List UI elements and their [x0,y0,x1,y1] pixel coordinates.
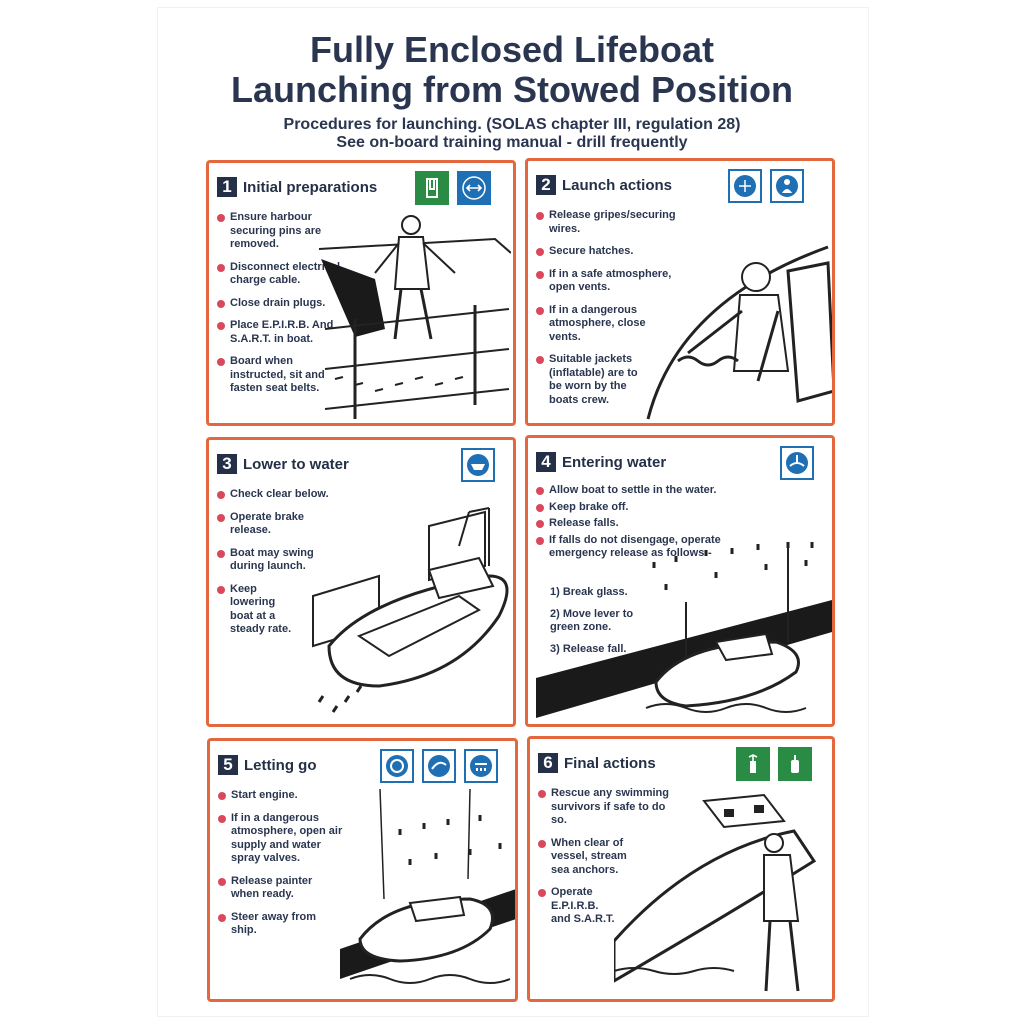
list-item: Secure hatches. [536,245,696,259]
bullet-list: Check clear below. Operate brake release… [217,488,329,646]
bullet-list: Ensure harbour securing pins are removed… [217,211,349,405]
list-item: Operate E.P.I.R.B. and S.A.R.T. [538,886,621,927]
panel-title: Launch actions [562,176,673,194]
illustration-crew-hatch [646,245,832,420]
lower-boat-icon [461,448,495,482]
poster-title-line2: Launching from Stowed Position [231,69,793,110]
list-item: Steer away from ship. [218,911,331,938]
panel-title: Initial preparations [243,178,378,196]
list-item: Check clear below. [217,488,350,502]
illustration-boat-leaving [340,789,515,984]
illustration-lowering-boat [312,507,509,713]
panel-final-actions: 6 Final actions Rescue any swimming surv… [527,736,835,1002]
illustration-boat-in-water [536,542,832,718]
list-item: 1) Break glass. [550,586,628,598]
list-item: If falls do not disengage, operate emerg… [536,534,741,561]
list-item: Boat may swing during launch. [217,547,317,574]
list-item: 3) Release fall. [550,642,627,655]
list-item: Place E.P.I.R.B. And S.A.R.T. in boat. [217,319,349,346]
list-item: Operate brake release. [217,511,317,538]
illustration-boarding [318,215,511,419]
start-engine-icon [380,749,414,783]
list-item: Start engine. [218,789,344,803]
lifejacket-worn-icon [770,169,804,203]
poster-subtitle-line2: See on-board training manual - drill fre… [336,134,688,151]
list-item: Board when instructed, sit and fasten se… [217,355,349,396]
panel-lower-to-water: 3 Lower to water Check clear below. Oper… [206,437,516,727]
bullet-list: Allow boat to settle in the water. Keep … [536,484,741,570]
panel-title: Final actions [564,754,656,772]
illustration-rescue [614,793,817,992]
release-falls-icon [780,446,814,480]
panel-letting-go: 5 Letting go Start engine. If in a dange… [207,738,518,1002]
bullet-list: Rescue any swimming survivors if safe to… [538,787,676,936]
list-item: Keep brake off. [536,501,741,515]
step-number: 4 [536,452,556,472]
lifejacket-icon [415,171,449,205]
list-item: Suitable jackets (inflatable) are to be … [536,353,641,407]
list-item: Ensure harbour securing pins are removed… [217,211,349,252]
list-item: If in a dangerous atmosphere, open air s… [218,812,344,866]
water-spray-icon [464,749,498,783]
secure-hatch-icon [728,169,762,203]
step-number: 3 [217,454,237,474]
step-number: 5 [218,755,238,775]
list-item: Rescue any swimming survivors if safe to… [538,787,676,828]
list-item: Release falls. [536,517,741,531]
sart-icon [778,747,812,781]
step-number: 6 [538,753,558,773]
poster-title-line1: Fully Enclosed Lifeboat [309,29,715,70]
list-item: Release painter when ready. [218,875,331,902]
panel-launch-actions: 2 Launch actions Release gripes/securing… [525,158,835,426]
air-supply-icon [422,749,456,783]
step-number: 2 [536,175,556,195]
list-item: 2) Move lever to green zone. [550,607,634,634]
panel-title: Entering water [562,453,667,471]
panel-title: Lower to water [243,455,349,473]
step-number: 1 [217,177,237,197]
list-item: If in a safe atmosphere, open vents. [536,268,684,295]
bullet-list: Release gripes/securing wires. Secure ha… [536,209,696,416]
list-item: If in a dangerous atmosphere, close vent… [536,304,649,345]
list-item: Release gripes/securing wires. [536,209,696,236]
list-item: When clear of vessel, stream sea anchors… [538,837,647,878]
panel-title: Letting go [244,756,317,774]
panel-initial-preparations: 1 Initial preparations Ensure harbour se… [206,160,516,426]
list-item: Keep lowering boat at a steady rate. [217,583,300,637]
poster-header: Fully Enclosed Lifeboat Launching from S… [0,30,1024,152]
list-item: Close drain plugs. [217,297,349,311]
release-gripes-icon [457,171,491,205]
poster-subtitle-line1: Procedures for launching. (SOLAS chapter… [283,116,741,133]
bullet-list: Start engine. If in a dangerous atmosphe… [218,789,344,947]
list-item: Disconnect electrical charge cable. [217,261,349,288]
list-item: Allow boat to settle in the water. [536,484,741,498]
emergency-release-steps: 1) Break glass. 2) Move lever to green z… [550,586,660,664]
epirb-icon [736,747,770,781]
panel-entering-water: 4 Entering water Allow boat to settle in… [525,435,835,727]
